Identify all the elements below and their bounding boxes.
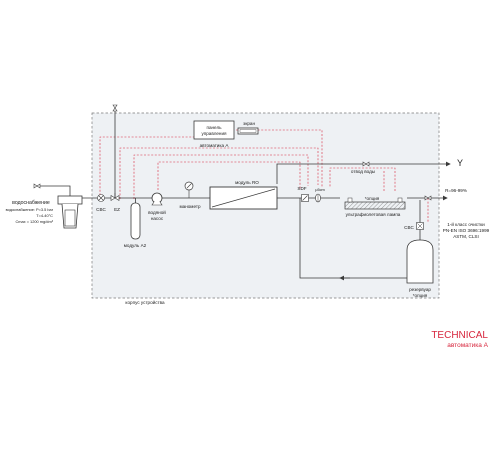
control-lines (99, 129, 429, 223)
gauge-icon (184, 181, 194, 198)
screen (237, 127, 259, 135)
cbc-left-label: CBC (96, 207, 106, 212)
cbc-right-label: CBC (404, 225, 414, 230)
uv-lamp (344, 197, 406, 210)
reservoir-label-1: резервуар (409, 287, 431, 292)
prefilter-housing (57, 195, 83, 229)
brand-title: TECHNICAL (431, 330, 488, 341)
drain-label: отвод воды (351, 169, 375, 174)
purity-class-3: ASTM, CLSI (453, 234, 479, 239)
sdf-label: SDF (297, 186, 306, 191)
module-ro-label: модуль RO (235, 180, 259, 185)
module-a2-label: модуль A2 (124, 243, 147, 248)
supply-param-3: Cmax = 1200 mg/dm³ (15, 219, 53, 224)
micron-filter-icon (315, 193, 321, 203)
valve-icon (97, 194, 105, 202)
micron-label: μ5cm (315, 187, 325, 192)
valve-icon (112, 104, 118, 112)
module-ro (209, 186, 278, 210)
valve-icon (33, 183, 41, 189)
control-panel-label-2: управления (201, 131, 227, 136)
ez-label: EZ (114, 207, 120, 212)
pump-label-1: водяной (148, 209, 166, 215)
control-panel (193, 120, 235, 140)
valve-icon (424, 195, 432, 201)
supply-param-1: водоснабжение: P=3.5 bar (6, 207, 54, 212)
supply-param-2: T=4-40°C (36, 213, 53, 218)
brand-subtitle: автоматика A (447, 342, 488, 349)
purity-class-1: 1-й класс очистки (447, 221, 485, 227)
manometer-label: манометр (179, 204, 200, 209)
pump-label-2: насос (151, 216, 164, 221)
water-supply-label: водоснабжение (12, 200, 50, 206)
housing-label: корпус устройства (125, 299, 165, 305)
valve-icon (362, 161, 370, 167)
module-a2 (130, 198, 141, 240)
uv-lamp-label: ультрафиолетовая лампа (346, 212, 401, 217)
solenoid-valve-icon (110, 193, 120, 202)
control-panel-label-1: панель (206, 125, 222, 130)
pump-icon (151, 192, 163, 206)
screen-label: экран (243, 121, 255, 126)
sensor-icon (301, 194, 309, 202)
purity-label: R=96-99% (445, 188, 467, 193)
reservoir-label-2: *опция (413, 293, 428, 298)
option-label: *опция (365, 196, 380, 201)
y-output-label: Y (457, 158, 463, 168)
valve-icon (416, 222, 424, 230)
purity-class-2: PN-EN ISO 3696:1999 (443, 228, 490, 233)
reservoir (406, 239, 434, 284)
automatics-a-label: автоматика A (200, 143, 230, 148)
